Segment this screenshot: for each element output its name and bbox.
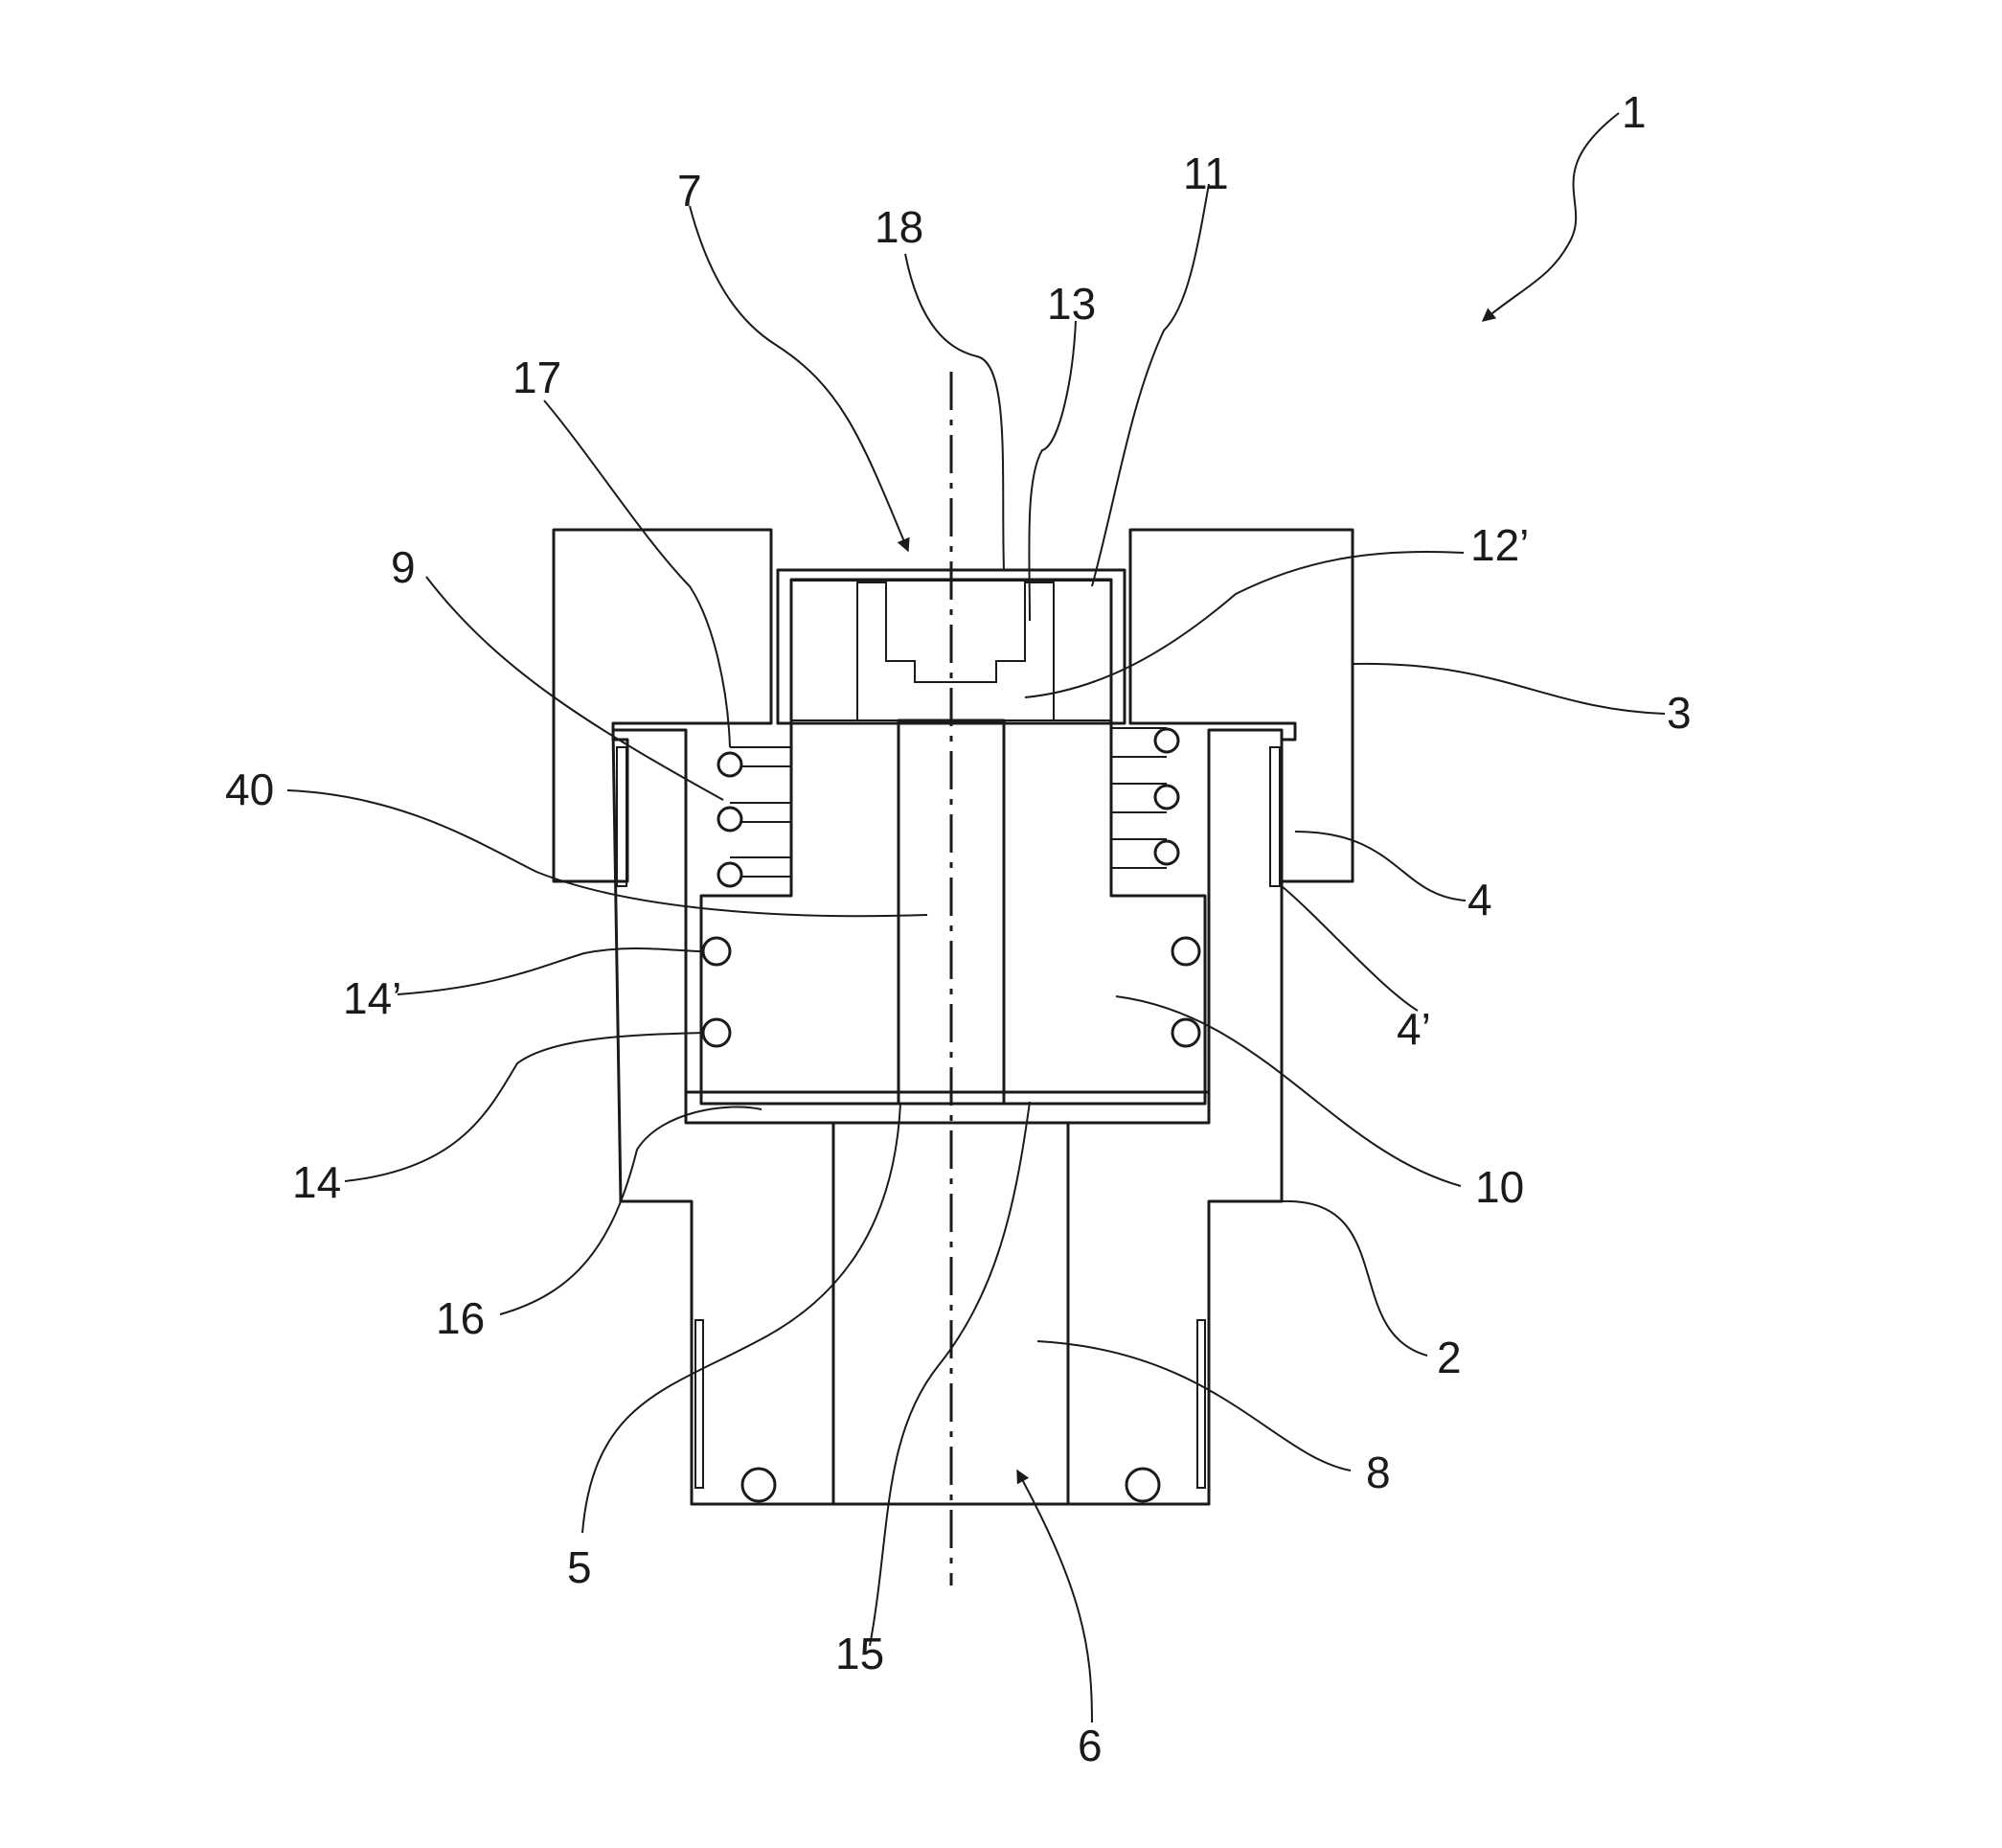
leader-3: [1353, 664, 1665, 714]
ref-label-6: 6: [1078, 1721, 1103, 1770]
leader-16: [500, 1107, 762, 1314]
leader-9: [426, 577, 723, 800]
ref-label-3: 3: [1667, 688, 1692, 738]
ref-label-40: 40: [225, 764, 274, 814]
leader-4prime: [1282, 886, 1418, 1011]
ref-label-8: 8: [1366, 1448, 1391, 1497]
body-thread-right: [1270, 747, 1280, 886]
o-ring-bottom-right: [1126, 1469, 1159, 1501]
leader-6: [1017, 1471, 1092, 1723]
leader-12prime: [1025, 552, 1464, 697]
o-ring-14-right: [1172, 1019, 1199, 1046]
ref-label-1: 1: [1622, 87, 1647, 137]
leader-18: [905, 254, 1004, 570]
ref-label-5: 5: [567, 1542, 592, 1592]
ref-label-9: 9: [391, 542, 416, 592]
leader-1: [1483, 113, 1619, 321]
ref-label-7: 7: [677, 166, 702, 216]
leader-13: [1029, 321, 1076, 621]
nut-right-block: [1130, 530, 1353, 881]
o-ring-14prime-right: [1172, 938, 1199, 965]
body-lower-thread-left: [695, 1320, 703, 1488]
leader-17: [544, 400, 730, 747]
leader-40: [287, 790, 927, 916]
leader-lines: [287, 113, 1665, 1723]
spring-right-coil: [1155, 786, 1178, 809]
ref-label-2: 2: [1437, 1333, 1462, 1382]
o-ring-14-left: [703, 1019, 730, 1046]
ref-label-18: 18: [875, 202, 923, 252]
leader-5: [582, 1104, 900, 1533]
body-outer: [613, 730, 1282, 1504]
leader-14prime: [398, 948, 703, 994]
ref-label-16: 16: [436, 1293, 485, 1343]
body-lower-thread-right: [1197, 1320, 1205, 1488]
ref-label-10: 10: [1475, 1162, 1524, 1212]
ref-label-4prime: 4’: [1397, 1004, 1431, 1054]
cap-valve-insert: [857, 582, 1054, 720]
ref-label-14prime: 14’: [343, 973, 401, 1023]
nut-3: [554, 530, 1353, 881]
spring-9-left: [718, 747, 791, 886]
piston-seat-shell: [686, 730, 1209, 1123]
o-ring-bottom-left: [742, 1469, 775, 1501]
spring-left-coil: [718, 753, 741, 776]
ref-label-14: 14: [292, 1157, 341, 1207]
ref-label-11: 11: [1183, 148, 1229, 198]
ref-label-4: 4: [1467, 875, 1492, 924]
body-2: [613, 730, 1282, 1504]
body-thread-left: [617, 747, 626, 886]
leader-4: [1295, 832, 1466, 901]
o-ring-14prime-left: [703, 938, 730, 965]
leader-7: [690, 206, 908, 551]
leader-11: [1092, 184, 1209, 586]
leader-2: [1282, 1201, 1427, 1356]
ref-label-17: 17: [512, 353, 561, 402]
spring-left-coil: [718, 863, 741, 886]
reference-labels: 1 7 18 11 13 17 12’ 9 3 40 4 14’ 4’ 14 1…: [225, 87, 1692, 1770]
spring-left-coil: [718, 808, 741, 831]
ref-label-12prime: 12’: [1470, 520, 1529, 570]
spring-9-right: [1111, 728, 1178, 868]
leader-8: [1037, 1341, 1351, 1471]
ref-label-15: 15: [835, 1629, 884, 1678]
spring-right-coil: [1155, 841, 1178, 864]
leader-14: [345, 1033, 703, 1181]
spring-right-coil: [1155, 729, 1178, 752]
ref-label-13: 13: [1047, 279, 1096, 329]
